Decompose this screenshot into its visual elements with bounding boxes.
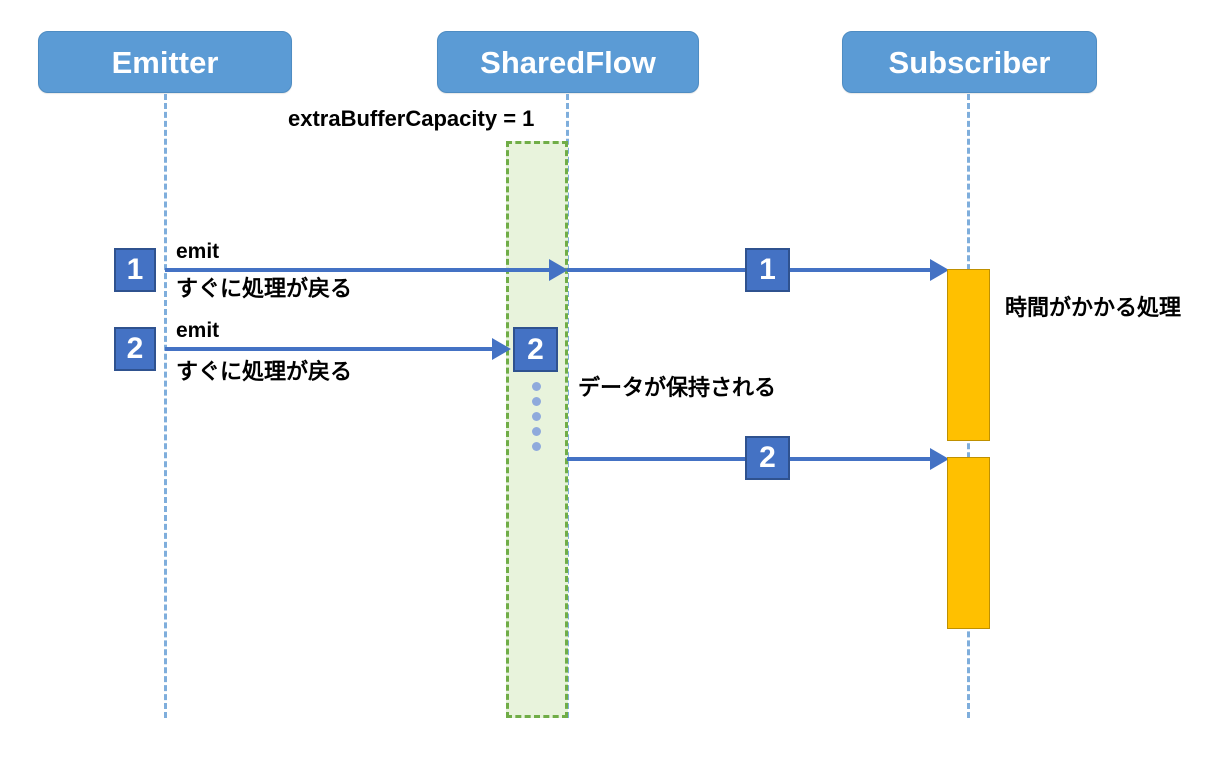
label-emit-2-return: すぐに処理が戻る bbox=[176, 359, 353, 384]
badge-emit-2[interactable]: 2 bbox=[114, 327, 156, 371]
badge-emit-1-label: 1 bbox=[126, 253, 144, 286]
badge-deliver-1-label: 1 bbox=[759, 253, 776, 286]
activation-subscriber-work-1 bbox=[947, 269, 990, 441]
participant-emitter-label: Emitter bbox=[111, 44, 219, 80]
activation-subscriber-work-2 bbox=[947, 457, 990, 629]
buffer-dot bbox=[532, 382, 541, 391]
badge-emit-2-label: 2 bbox=[126, 332, 144, 365]
badge-emit-1[interactable]: 1 bbox=[114, 248, 156, 292]
buffer-capacity-caption: extraBufferCapacity = 1 bbox=[288, 106, 535, 131]
arrow-head-deliver-2 bbox=[930, 448, 949, 470]
label-emit-2: emit bbox=[176, 319, 220, 342]
participant-sharedflow[interactable]: SharedFlow bbox=[437, 31, 699, 93]
buffer-dot bbox=[532, 397, 541, 406]
arrow-head-deliver-1 bbox=[930, 259, 949, 281]
arrow-emit-1 bbox=[165, 268, 550, 272]
badge-deliver-2[interactable]: 2 bbox=[745, 436, 790, 480]
arrow-emit-2 bbox=[165, 347, 492, 351]
participant-sharedflow-label: SharedFlow bbox=[480, 44, 656, 80]
buffer-dot bbox=[532, 442, 541, 451]
badge-deliver-2-label: 2 bbox=[759, 441, 776, 474]
lifeline-emitter bbox=[164, 94, 167, 718]
buffer-dot bbox=[532, 427, 541, 436]
participant-subscriber[interactable]: Subscriber bbox=[842, 31, 1097, 93]
participant-subscriber-label: Subscriber bbox=[888, 44, 1051, 80]
note-data-held: データが保持される bbox=[578, 375, 777, 400]
label-emit-1-return: すぐに処理が戻る bbox=[176, 276, 353, 301]
note-subscriber-processing: 時間がかかる処理 bbox=[1005, 295, 1182, 320]
badge-deliver-1[interactable]: 1 bbox=[745, 248, 790, 292]
label-emit-1: emit bbox=[176, 240, 220, 263]
badge-buffered-item[interactable]: 2 bbox=[513, 327, 558, 372]
buffer-dot bbox=[532, 412, 541, 421]
arrow-head-emit-2 bbox=[492, 338, 511, 360]
participant-emitter[interactable]: Emitter bbox=[38, 31, 292, 93]
arrow-head-emit-1 bbox=[549, 259, 568, 281]
badge-buffered-item-label: 2 bbox=[527, 332, 544, 366]
